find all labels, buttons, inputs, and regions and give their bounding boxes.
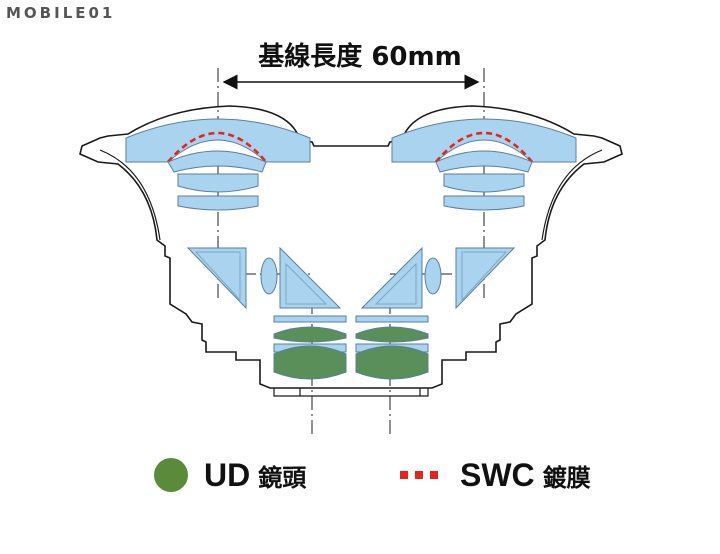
legend-swc-main: SWC [460, 456, 535, 493]
watermark-logo: MOBILE01 [6, 4, 116, 22]
legend-swc: SWC 鍍膜 [400, 450, 591, 500]
left-eyepiece [273, 315, 347, 380]
right-objective [391, 118, 577, 211]
legend-swc-sub: 鍍膜 [542, 463, 591, 492]
ud-lens-swatch [154, 458, 188, 492]
right-eyepiece [355, 315, 429, 380]
legend-ud: UD 鏡頭 [154, 450, 306, 500]
ud-lens-right-2 [355, 345, 429, 380]
housing-outline [79, 105, 623, 389]
baseline-label: 基線長度 60mm [258, 42, 462, 72]
swc-coating-right [434, 131, 534, 163]
ud-lens-left-2 [273, 345, 347, 380]
swc-coating-swatch [400, 471, 438, 479]
left-objective [125, 118, 311, 211]
legend-ud-sub: 鏡頭 [258, 463, 307, 492]
ud-lens-right-1 [355, 326, 429, 343]
swc-coating-left [167, 131, 268, 163]
left-prisms [186, 246, 342, 310]
legend-ud-main: UD [204, 456, 251, 493]
right-prisms [360, 246, 516, 310]
ud-lens-left-1 [273, 326, 347, 343]
